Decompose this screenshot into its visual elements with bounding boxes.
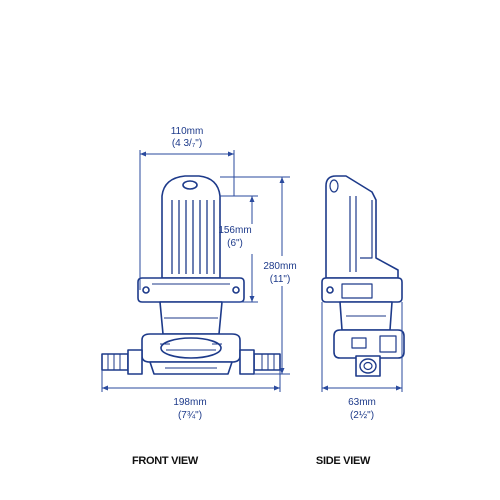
front-bolt-left <box>142 286 150 294</box>
front-view-label: FRONT VIEW <box>132 455 199 467</box>
side-motor-housing <box>325 175 399 279</box>
dim-depth-side-imperial: (2½") <box>350 410 374 421</box>
side-view-label: SIDE VIEW <box>316 455 371 467</box>
side-view-pump <box>321 175 405 377</box>
dimension-arrows <box>102 151 402 391</box>
dim-height-body-metric: 156mm <box>218 225 251 236</box>
front-port-right <box>253 353 281 371</box>
dim-height-total-metric: 280mm <box>263 261 296 272</box>
front-motor-ribs <box>171 200 215 274</box>
front-pump-cover <box>160 337 222 359</box>
front-motor-housing <box>161 175 221 279</box>
dim-height-total-imperial: (11") <box>270 274 291 285</box>
dim-depth-side-metric: 63mm <box>348 397 376 408</box>
front-handle-slot <box>182 180 198 190</box>
front-bolt-right <box>232 286 240 294</box>
dim-width-bottom-metric: 198mm <box>173 397 206 408</box>
dim-height-body-imperial: (6") <box>227 238 243 249</box>
dim-width-top-imperial: (4 3/₇") <box>172 138 202 149</box>
front-view-pump <box>101 175 281 375</box>
front-mounting-flange <box>137 277 245 303</box>
side-bolt <box>326 286 334 294</box>
dim-width-top-metric: 110mm <box>171 126 204 137</box>
dim-width-bottom-imperial: (7¾") <box>178 410 202 421</box>
front-port-left <box>101 353 129 371</box>
